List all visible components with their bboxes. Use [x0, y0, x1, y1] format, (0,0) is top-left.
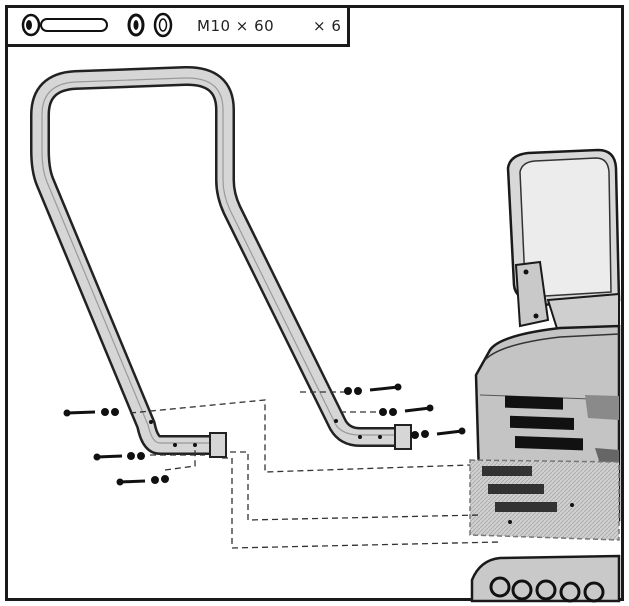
vent-slot	[510, 415, 574, 431]
quantity-label: × 6	[313, 17, 342, 35]
seat-bracket	[514, 260, 550, 328]
bolt-spec-label: M10 × 60	[197, 17, 275, 35]
bolt-assembly	[411, 427, 466, 439]
assembly-guide-lines	[129, 391, 501, 549]
bolt-assembly	[344, 383, 402, 395]
tube-end-left	[209, 432, 227, 458]
vent-slot	[505, 395, 563, 410]
spring-washer-icon	[127, 13, 145, 37]
bolt-assembly	[63, 408, 119, 417]
lower-frame	[469, 459, 620, 541]
parts-legend: M10 × 60 × 6	[5, 5, 350, 47]
flat-washer-icon	[153, 12, 173, 38]
roll-bar	[30, 66, 412, 458]
fastener-set	[63, 383, 466, 486]
bolt-assembly	[93, 452, 145, 461]
bolt-icon	[21, 13, 108, 37]
machine-body	[469, 148, 621, 603]
vent-slot	[515, 435, 583, 451]
bolt-assembly	[379, 404, 434, 416]
bolt-assembly	[116, 475, 169, 486]
tube-end-right	[394, 424, 412, 450]
